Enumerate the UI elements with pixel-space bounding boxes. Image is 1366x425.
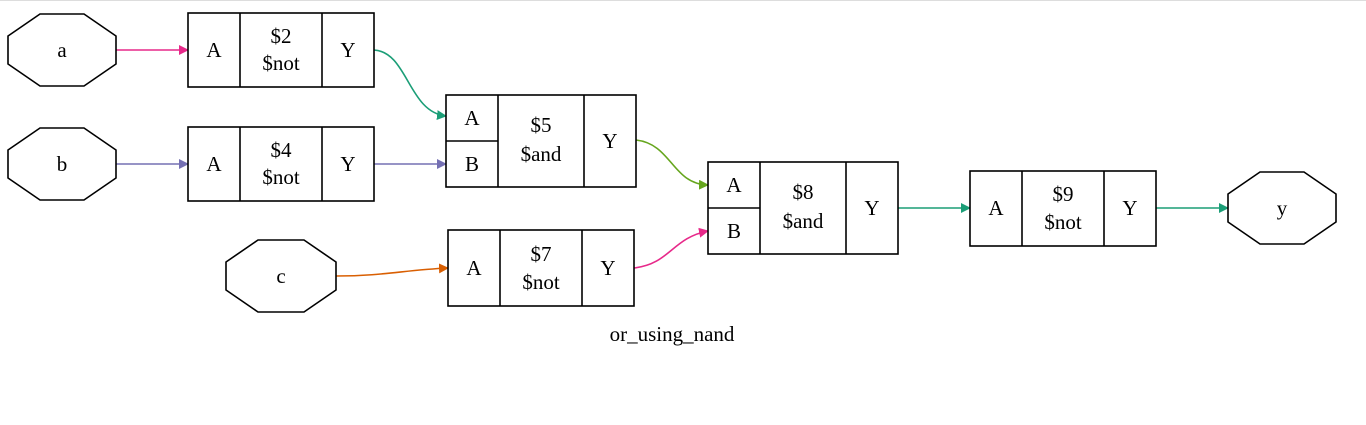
port-c: c	[225, 239, 337, 313]
cell-n8-name: $8	[793, 180, 814, 204]
edge-n5-to-n8-a	[635, 139, 709, 190]
cell-n2: A $2 $not Y	[187, 12, 375, 88]
edge-n2-to-n5-a	[373, 49, 447, 121]
cell-n5-type: $and	[521, 142, 562, 166]
cell-n2-box	[187, 12, 375, 88]
cell-n4-port-a: A	[206, 152, 222, 176]
cell-n9-port-y: Y	[1122, 196, 1137, 220]
edge-n7-to-n8-b	[633, 227, 709, 269]
cell-n7-port-a: A	[466, 256, 482, 280]
cell-n8-port-a: A	[726, 173, 742, 197]
edges	[116, 45, 1229, 277]
cell-n9-box	[969, 170, 1157, 247]
cell-n7-port-y: Y	[600, 256, 615, 280]
cell-n5-name: $5	[531, 113, 552, 137]
cell-n5-port-b: B	[465, 152, 479, 176]
cell-n8: A B $8 $and Y	[707, 161, 899, 255]
cell-n4-port-y: Y	[340, 152, 355, 176]
cell-n4-name: $4	[271, 138, 293, 162]
port-y: y	[1227, 171, 1337, 245]
cell-n9: A $9 $not Y	[969, 170, 1157, 247]
diagram-title: or_using_nand	[610, 322, 735, 346]
cell-n7: A $7 $not Y	[447, 229, 635, 307]
port-a-shape	[7, 13, 117, 87]
cell-n8-port-b: B	[727, 219, 741, 243]
cell-n2-type: $not	[262, 51, 300, 75]
cell-n9-name: $9	[1053, 182, 1074, 206]
cell-n4-type: $not	[262, 165, 300, 189]
port-c-shape	[225, 239, 337, 313]
edge-c-to-n7	[335, 263, 449, 277]
cell-n7-type: $not	[522, 270, 560, 294]
cell-n4-box	[187, 126, 375, 202]
cell-n7-name: $7	[531, 242, 552, 266]
cell-n5-port-y: Y	[602, 129, 617, 153]
cell-n9-type: $not	[1044, 210, 1082, 234]
cell-n4: A $4 $not Y	[187, 126, 375, 202]
port-y-shape	[1227, 171, 1337, 245]
port-y-label: y	[1277, 196, 1288, 220]
port-b-label: b	[57, 152, 68, 176]
port-c-label: c	[276, 264, 285, 288]
port-a-label: a	[57, 38, 67, 62]
cell-n9-port-a: A	[988, 196, 1004, 220]
cell-n8-port-y: Y	[864, 196, 879, 220]
cell-n5: A B $5 $and Y	[445, 94, 637, 188]
port-a: a	[7, 13, 117, 87]
port-b-shape	[7, 127, 117, 201]
cell-n2-name: $2	[271, 24, 292, 48]
cell-n5-port-a: A	[464, 106, 480, 130]
top-border	[0, 0, 1366, 1]
cell-n2-port-y: Y	[340, 38, 355, 62]
port-b: b	[7, 127, 117, 201]
cell-n2-port-a: A	[206, 38, 222, 62]
cell-n8-type: $and	[783, 209, 824, 233]
cell-n7-box	[447, 229, 635, 307]
